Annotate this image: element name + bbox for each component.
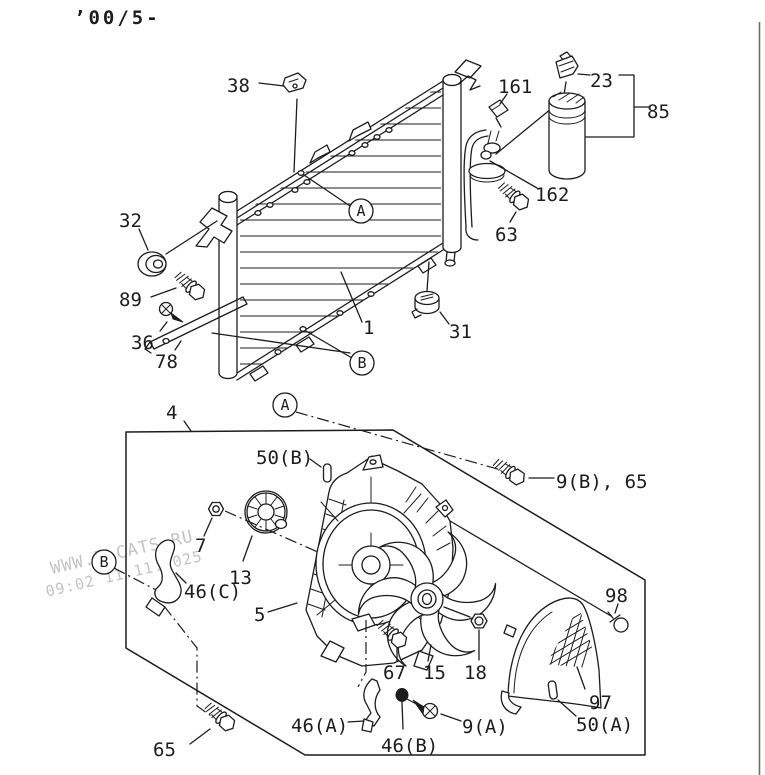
part-4-leader [183,420,192,432]
suction-pipe [463,129,489,241]
part-7-nut [203,501,225,537]
part-label-9a: 9(A) [462,716,508,738]
part-label-85: 85 [647,101,670,123]
part-1-leader [340,271,363,323]
part-labels: 38 32 89 36 78 1 31 63 161 162 23 85 4 5… [119,70,670,761]
part-label-7: 7 [195,535,206,557]
part-50a-pin [547,680,577,717]
part-67-bolt [374,616,411,662]
part-161-sensor [483,93,509,154]
svg-text:A: A [356,202,365,220]
part-38-clip [258,72,307,173]
part-label-9b-65: 9(B), 65 [556,471,648,493]
part-32-grommet [137,220,218,277]
part-46c-bracket [145,539,215,719]
part-label-63: 63 [495,224,518,246]
part-label-23: 23 [590,70,613,92]
part-label-1: 1 [363,317,374,339]
callout-b-condenser: B [299,326,375,376]
part-label-78: 78 [155,351,178,373]
condenser-top-bracket [454,59,482,91]
part-label-13: 13 [229,567,252,589]
part-46a-bracket [347,620,381,733]
part-label-65: 65 [153,739,176,761]
part-label-89: 89 [119,289,142,311]
condenser-top-rail [236,80,444,226]
part-97-cover [500,597,602,715]
part-98-clip [607,603,629,633]
part-label-31: 31 [449,321,472,343]
part-78-bracket [144,296,351,354]
part-31-cap [411,261,450,325]
part-50b-pin [309,458,332,483]
part-label-36: 36 [131,332,154,354]
part-9a-screw [412,699,462,722]
part-label-46a: 46(A) [291,715,348,737]
part-label-98: 98 [605,585,628,607]
part-36-screw [158,301,184,332]
part-label-50b: 50(B) [256,447,313,469]
page-title: ’00/5- [74,7,161,29]
part-label-97: 97 [589,692,612,714]
part-46b-grommet [395,688,421,730]
fan-shroud-assembly-drawing: A [91,392,646,756]
svg-text:B: B [357,354,366,372]
condenser-bottom-rail [236,242,444,382]
part-85-drier [548,74,650,180]
part-label-32: 32 [119,210,142,232]
part-label-46b: 46(B) [381,735,438,757]
callout-a-shroud: A [272,392,502,471]
part-label-38: 38 [227,75,250,97]
part-label-46c: 46(C) [184,581,241,603]
part-15-fan [357,531,497,667]
part-9b-bolt [491,455,555,488]
callout-b-shroud: B [91,549,161,593]
group-4-box [125,429,646,756]
part-label-18: 18 [464,662,487,684]
part-label-162: 162 [535,184,569,206]
part-63-bolt [495,179,533,223]
callout-a-condenser: A [297,170,374,224]
receiver-drier-drawing [463,51,650,241]
svg-text:B: B [99,553,108,571]
part-label-5: 5 [254,604,265,626]
part-13-motor [224,490,321,562]
part-label-161: 161 [498,76,532,98]
part-65-bolt [189,699,239,745]
condenser-assembly-drawing: A B [137,59,482,382]
part-label-4: 4 [166,402,177,424]
svg-text:A: A [280,396,289,414]
part-23-switch [555,51,591,96]
part-162-bracket [468,103,558,189]
condenser-fins [240,91,441,365]
part-89-bolt [150,268,209,304]
part-18-nut [470,613,488,661]
part-98-leader-long [449,520,612,617]
condenser-right-tank [442,73,462,267]
part-label-67: 67 [383,662,406,684]
side-mount-bracket [195,207,233,248]
part-label-50a: 50(A) [576,714,633,736]
part-label-15: 15 [423,662,446,684]
